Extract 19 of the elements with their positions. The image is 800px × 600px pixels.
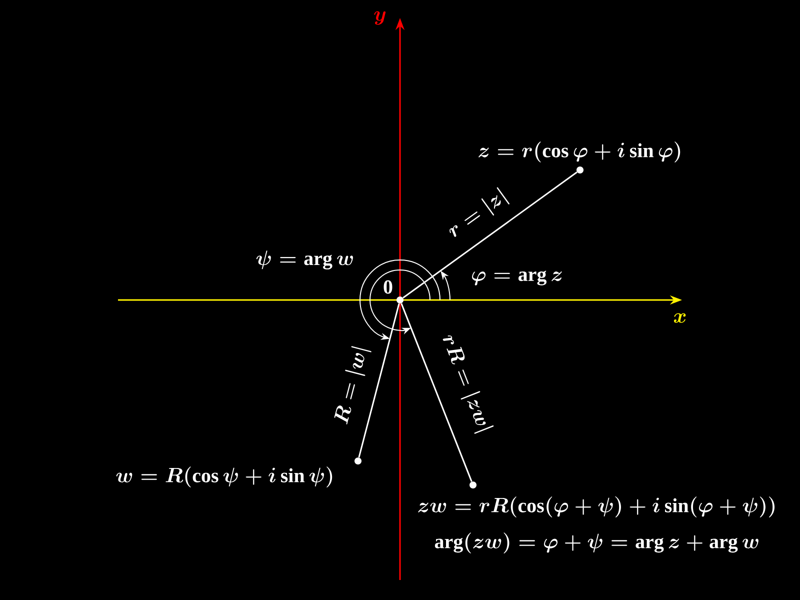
- edge-label: $rR=|zw|$: [436, 330, 496, 438]
- formula-label: $zw=rR(\cos(\varphi+\psi)+i\sin(\varphi+\psi))$: [418, 496, 775, 518]
- point: [576, 166, 584, 174]
- angle-label: $\varphi=\arg z$: [472, 270, 562, 286]
- edge-label: $r=|z|$: [442, 184, 514, 244]
- point: [470, 482, 476, 488]
- formula-label: $\arg(zw)=\varphi+\psi=\arg z+\arg w$: [434, 532, 758, 554]
- edge-label: $R=|w|$: [330, 342, 374, 428]
- axis-label: $x$: [674, 313, 686, 323]
- formula-label: $z=r(\cos\varphi+i\sin\varphi)$: [478, 142, 680, 162]
- point: [354, 458, 362, 464]
- origin-label: 0: [384, 280, 392, 294]
- angle-label: $\psi=\arg w$: [256, 250, 353, 270]
- formula-label: $w=R(\cos\psi+i\sin\psi)$: [116, 466, 332, 488]
- point: [396, 296, 404, 304]
- line-segment: [358, 303, 400, 458]
- line-segment: [402, 172, 578, 298]
- axis-label: $y$: [374, 11, 386, 25]
- line-segment: [400, 303, 472, 482]
